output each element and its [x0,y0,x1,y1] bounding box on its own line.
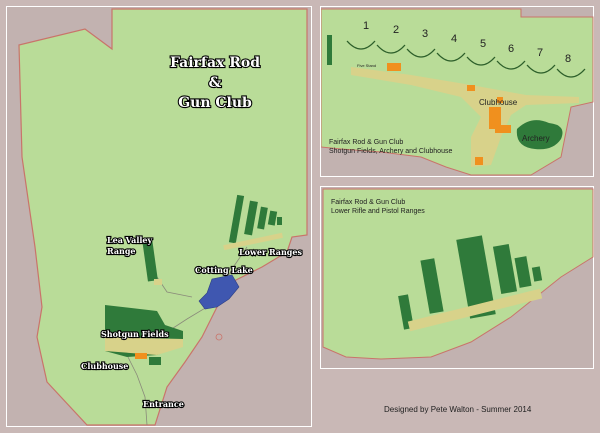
lower-range-5 [277,217,282,225]
club-grounds-boundary [18,8,308,426]
rifle-inset-title-1: Fairfax Rod & Gun Club [331,199,405,206]
five-stand-label: Five Stand [357,63,376,68]
lower-ranges-label: Lower Ranges [239,247,302,257]
shotgun-fields-label: Shotgun Fields [101,329,169,339]
shotgun-building-4 [475,157,483,165]
rifle-range-5 [514,256,532,288]
lea-valley-firing-point [154,279,162,285]
clubhouse-main-building [489,107,501,129]
lea-valley-label-2: Range [107,246,136,256]
shotgun-inset-panel: 1 2 3 4 5 6 7 8 Five Stand Clubhouse Arc… [320,6,594,177]
lower-range-firing-line [223,232,283,251]
shotgun-building-2 [467,85,475,91]
field-arc-6 [496,60,526,70]
archery-area [516,120,563,150]
rifle-inset-title-2: Lower Rifle and Pistol Ranges [331,208,425,215]
shotgun-inset-road [351,67,579,167]
field-arc-8 [556,68,586,78]
lea-valley-label-1: Lea Valley [107,235,153,245]
cotting-lake-shape [198,274,240,310]
lower-range-2 [244,200,258,236]
clubhouse-inset-label: Clubhouse [479,98,518,107]
title-line-1: Fairfax Rod [170,55,260,71]
field-arc-group [346,40,586,78]
clubhouse-label: Clubhouse [81,361,128,371]
rifle-range-3 [456,235,496,319]
field-number-4: 4 [451,33,457,45]
archery-label: Archery [522,134,550,143]
shotgun-inset-title-1: Fairfax Rod & Gun Club [329,139,403,146]
title-line-3: Gun Club [178,95,252,111]
field-number-5: 5 [480,38,486,50]
field-number-3: 3 [422,28,428,40]
shotgun-building-3 [497,97,503,103]
main-map-svg: Fairfax Rod & Gun Club Lea Valley Range … [18,8,308,426]
designer-credit: Designed by Pete Walton - Summer 2014 [384,405,532,414]
field-arc-1 [346,40,376,50]
rifle-inset-panel: Fairfax Rod & Gun Club Lower Rifle and P… [320,186,594,369]
title-line-2: & [209,75,222,91]
field-arc-3 [406,48,436,58]
shotgun-inset-svg: 1 2 3 4 5 6 7 8 Five Stand Clubhouse Arc… [321,8,594,176]
lea-valley-range [142,238,158,282]
rifle-inset-svg: Fairfax Rod & Gun Club Lower Rifle and P… [322,188,594,360]
lower-range-1 [228,194,245,244]
clubhouse-building [135,353,147,359]
main-map-panel: Fairfax Rod & Gun Club Lea Valley Range … [6,6,312,427]
rifle-range-1 [398,294,414,330]
field-number-7: 7 [537,47,543,59]
archery-area [149,357,161,365]
field-number-6: 6 [508,43,514,55]
rifle-inset-land [322,188,594,360]
entrance-label: Entrance [143,399,184,409]
rifle-range-4 [492,243,518,295]
field-arc-4 [436,52,466,62]
rifle-firing-line [407,288,543,332]
rifle-range-2 [420,258,444,314]
field-arc-2 [376,44,406,54]
shotgun-fields-apron [105,337,183,355]
field-number-1: 1 [363,20,369,32]
lower-range-4 [267,210,278,226]
small-pond [215,333,223,341]
shotgun-inset-title-2: Shotgun Fields, Archery and Clubhouse [329,148,452,155]
clubhouse-wing [495,125,511,133]
field-number-2: 2 [393,24,399,36]
lower-range-3 [257,206,268,230]
field-arc-7 [526,64,556,74]
rifle-range-6 [531,266,543,282]
field-arc-5 [466,56,496,66]
field-number-8: 8 [565,53,571,65]
cotting-lake-label: Cotting Lake [195,265,253,275]
shotgun-inset-left-strip [327,35,332,65]
five-stand-building [387,63,401,71]
